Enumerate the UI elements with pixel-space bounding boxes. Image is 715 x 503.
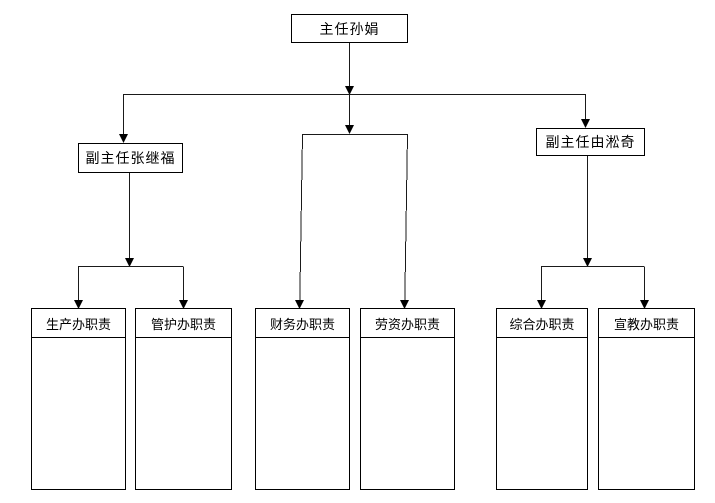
dept-production-title: 生产办职责 [32, 309, 125, 338]
dept-management-title: 管护办职责 [136, 309, 231, 338]
arrowhead-icon [119, 134, 128, 143]
edge-bus-to-middle-bracket [345, 94, 354, 134]
dept-labor-title: 劳资办职责 [361, 309, 454, 338]
dept-finance-title: 财务办职责 [256, 309, 349, 338]
dept-general-body [497, 338, 587, 489]
node-dept-general: 综合办职责 [496, 308, 588, 490]
edge-to-labor [400, 134, 409, 309]
edge-to-production [74, 266, 83, 309]
edge-deputy-left-to-bracket [125, 173, 134, 267]
dept-education-body [599, 338, 694, 489]
node-dept-production: 生产办职责 [31, 308, 126, 490]
node-dept-education: 宣教办职责 [598, 308, 695, 490]
edge-to-general [537, 266, 546, 309]
node-deputy-zhang: 副主任张继福 [78, 143, 183, 173]
arrowhead-icon [125, 258, 134, 267]
edge-to-management [179, 266, 188, 309]
dept-production-body [32, 338, 125, 489]
dept-finance-body [256, 338, 349, 489]
edge-to-education [640, 266, 649, 309]
edge-bus-to-deputy-left [119, 94, 128, 143]
node-director-label: 主任孙娟 [319, 20, 380, 37]
arrowhead-icon [581, 119, 590, 128]
node-deputy-you: 副主任由淞奇 [536, 128, 645, 156]
edge-deputy-right-to-bracket [583, 156, 592, 267]
node-deputy-zhang-label: 副主任张继福 [85, 150, 176, 166]
edge-to-finance [295, 134, 304, 309]
node-director: 主任孙娟 [291, 14, 408, 43]
arrowhead-icon [345, 125, 354, 134]
edge-root-to-bus [345, 43, 354, 95]
arrowhead-icon [345, 86, 354, 95]
node-dept-management: 管护办职责 [135, 308, 232, 490]
dept-labor-body [361, 338, 454, 489]
node-dept-finance: 财务办职责 [255, 308, 350, 490]
dept-general-title: 综合办职责 [497, 309, 587, 338]
dept-education-title: 宣教办职责 [599, 309, 694, 338]
edge-bus-to-deputy-right [581, 94, 590, 128]
node-dept-labor: 劳资办职责 [360, 308, 455, 490]
dept-management-body [136, 338, 231, 489]
node-deputy-you-label: 副主任由淞奇 [545, 134, 636, 150]
arrowhead-icon [583, 258, 592, 267]
